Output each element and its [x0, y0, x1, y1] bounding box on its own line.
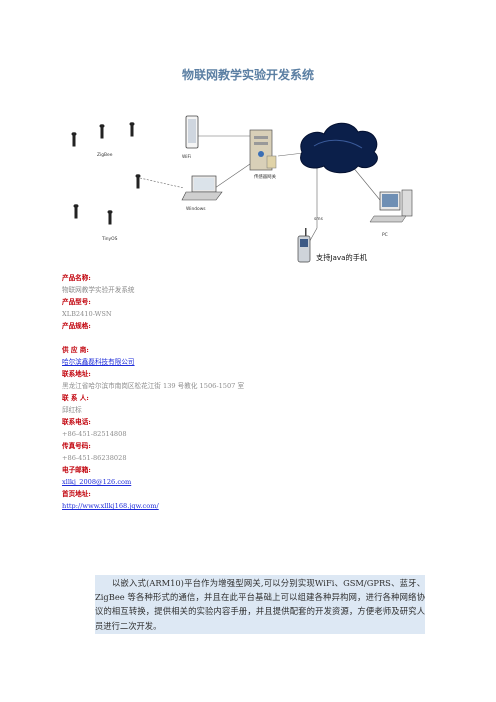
cloud-icon — [300, 122, 378, 174]
label-gateway: 传感器网关 — [254, 173, 277, 180]
address-value: 黑龙江省哈尔滨市南岗区松花江街 139 号教化 1506-1507 室 — [62, 382, 245, 390]
label-pc: PC — [382, 232, 388, 238]
antenna-icon — [99, 124, 105, 139]
model-label: 产品型号: — [62, 298, 91, 306]
fax-label: 传真号码: — [62, 442, 91, 450]
phone-value: +86-451-82514808 — [62, 430, 127, 438]
label-java-phone: 支持Java的手机 — [316, 253, 368, 262]
supplier-value[interactable]: 哈尔滨鑫磊科技有限公司 — [62, 358, 135, 366]
antenna-icon — [73, 204, 79, 219]
pc-icon — [369, 189, 413, 223]
homepage-link[interactable]: http://www.xllkj168.jqw.com/ — [62, 502, 159, 510]
fax-value: +86-451-86238028 — [62, 454, 127, 462]
network-diagram: ZigBee WiFi 传感器网关 Windows TinyOS PC sms … — [62, 108, 432, 273]
intro-box: 以嵌入式(ARM10)平台作为增强型网关,可以分别实现WiFi、GSM/GPRS… — [95, 575, 425, 634]
link-windows-gateway — [211, 163, 251, 191]
antenna-icon — [71, 132, 77, 147]
phone-icon — [297, 228, 311, 263]
product-name-label: 产品名称: — [62, 274, 91, 282]
intro-paragraph: 以嵌入式(ARM10)平台作为增强型网关,可以分别实现WiFi、GSM/GPRS… — [95, 578, 425, 631]
antenna-icon — [129, 122, 135, 137]
spec-label: 产品规格: — [62, 322, 91, 330]
label-windows: Windows — [186, 206, 206, 212]
link-cloud-phone — [306, 158, 318, 247]
product-info: 产品名称: 物联网教学实验开发系统 产品型号: XLB2410-WSN 产品规格… — [62, 274, 422, 510]
model-value: XLB2410-WSN — [62, 310, 112, 318]
product-name-value: 物联网教学实验开发系统 — [62, 286, 135, 294]
label-wifi: WiFi — [182, 154, 191, 160]
email-link[interactable]: xllkj_2008@126.com — [62, 478, 132, 486]
link-cloud-pc — [351, 165, 381, 201]
laptop-icon — [181, 175, 223, 201]
tablet-icon — [185, 115, 199, 149]
spec-value — [62, 334, 422, 342]
supplier-label: 供 应 商: — [62, 346, 89, 354]
label-sms: sms — [314, 217, 324, 222]
label-zigbee: ZigBee — [97, 152, 113, 158]
address-label: 联系地址: — [62, 370, 91, 378]
server-icon — [249, 129, 277, 171]
antenna-icon — [135, 174, 141, 189]
email-label: 电子邮箱: — [62, 466, 91, 474]
label-tinyos: TinyOS — [101, 236, 118, 242]
contact-label: 联 系 人: — [62, 394, 89, 402]
link-antenna-windows — [139, 177, 185, 189]
homepage-label: 首页地址: — [62, 490, 91, 498]
contact-value: 邱红标 — [62, 406, 82, 414]
antenna-icon — [107, 210, 113, 225]
page-title: 物联网教学实验开发系统 — [181, 68, 314, 82]
phone-label: 联系电话: — [62, 418, 91, 426]
